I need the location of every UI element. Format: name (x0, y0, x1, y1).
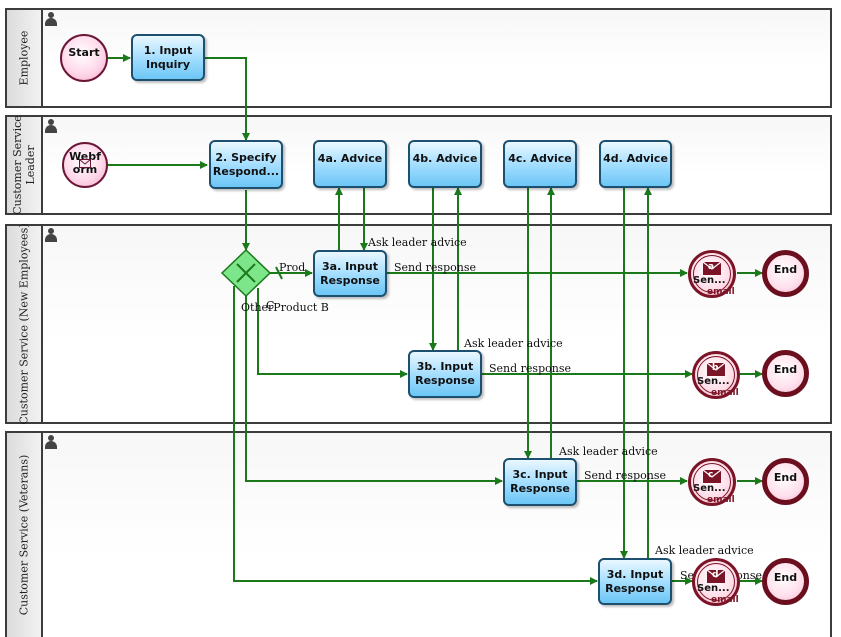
send-email-end-event-d[interactable] (692, 558, 740, 606)
task-3d-input-response[interactable]: 3d. Input Response (598, 558, 672, 605)
performer-icon (45, 119, 57, 133)
end-event[interactable]: End (762, 250, 809, 297)
task-1-input-inquiry[interactable]: 1. Input Inquiry (131, 34, 205, 81)
end-event[interactable]: End (762, 458, 809, 505)
task-4a-advice[interactable]: 4a. Advice (313, 140, 387, 188)
message-type: email (711, 388, 739, 398)
flow-input-inquiry-to-specify (204, 57, 250, 141)
performer-icon (45, 435, 57, 449)
message-letter: c (708, 470, 714, 480)
envelope-filled-icon (707, 570, 725, 583)
edge-label-prod: Prod (279, 261, 306, 274)
performer-icon (45, 12, 57, 26)
start-event-label: Start (68, 46, 100, 59)
message-letter: b (712, 363, 719, 373)
edge-label-send-c: Send response (584, 469, 666, 482)
edge-label-gateway-c: C (266, 299, 275, 312)
message-text: Sen... (693, 275, 726, 286)
envelope-filled-icon (707, 363, 725, 376)
task-4d-advice[interactable]: 4d. Advice (599, 140, 672, 188)
webform-label: Webf orm (69, 150, 101, 176)
task-2-specify-respondent[interactable]: 2. Specify Respond... (209, 140, 283, 189)
task-4c-advice[interactable]: 4c. Advice (503, 140, 577, 188)
end-event[interactable]: End (762, 558, 809, 605)
lane-header: Customer Service Leader (7, 115, 43, 215)
message-letter: a (708, 262, 715, 272)
flow-gateway-to-3b (257, 288, 408, 378)
edge-label-send-a: Send response (394, 261, 476, 274)
send-email-end-event-c[interactable] (688, 458, 736, 506)
message-text: Sen... (697, 376, 730, 387)
lane-header: Customer Service (Veterans) (7, 433, 43, 637)
message-type: email (711, 595, 739, 605)
envelope-filled-icon (703, 262, 721, 275)
lane-header: Customer Service (New Employees) (7, 223, 43, 425)
envelope-icon (79, 159, 91, 168)
edge-label-ask-c: Ask leader advice (559, 445, 658, 458)
message-letter: d (712, 570, 719, 580)
flow-gateway-to-3d (233, 286, 598, 585)
message-type: email (707, 287, 735, 297)
end-event-label: End (773, 571, 798, 584)
end-event-label: End (773, 363, 798, 376)
message-type: email (707, 495, 735, 505)
end-event-label: End (773, 471, 798, 484)
flow-gateway-to-3c (245, 296, 503, 485)
edge-label-send-b: Send response (489, 362, 571, 375)
edge-label-ask-a: Ask leader advice (368, 236, 467, 249)
webform-start-event[interactable]: Webf orm (62, 142, 108, 188)
end-event-label: End (773, 263, 798, 276)
envelope-filled-icon (703, 470, 721, 483)
exclusive-gateway[interactable] (220, 248, 272, 298)
start-event[interactable]: Start (60, 34, 108, 82)
edge-label-ask-d: Ask leader advice (655, 544, 754, 557)
end-event[interactable]: End (762, 350, 809, 397)
edge-label-ask-b: Ask leader advice (464, 337, 563, 350)
message-text: Sen... (693, 483, 726, 494)
task-4b-advice[interactable]: 4b. Advice (408, 140, 482, 188)
edge-label-gateway-overlap: OtherProduct B (241, 301, 329, 314)
task-3a-input-response[interactable]: 3a. Input Response (313, 250, 387, 297)
task-3b-input-response[interactable]: 3b. Input Response (408, 350, 482, 398)
performer-icon (45, 228, 57, 242)
message-text: Sen... (697, 583, 730, 594)
default-flow-marker (275, 266, 283, 280)
lane-header: Employee (7, 10, 43, 106)
task-3c-input-response[interactable]: 3c. Input Response (503, 458, 577, 506)
